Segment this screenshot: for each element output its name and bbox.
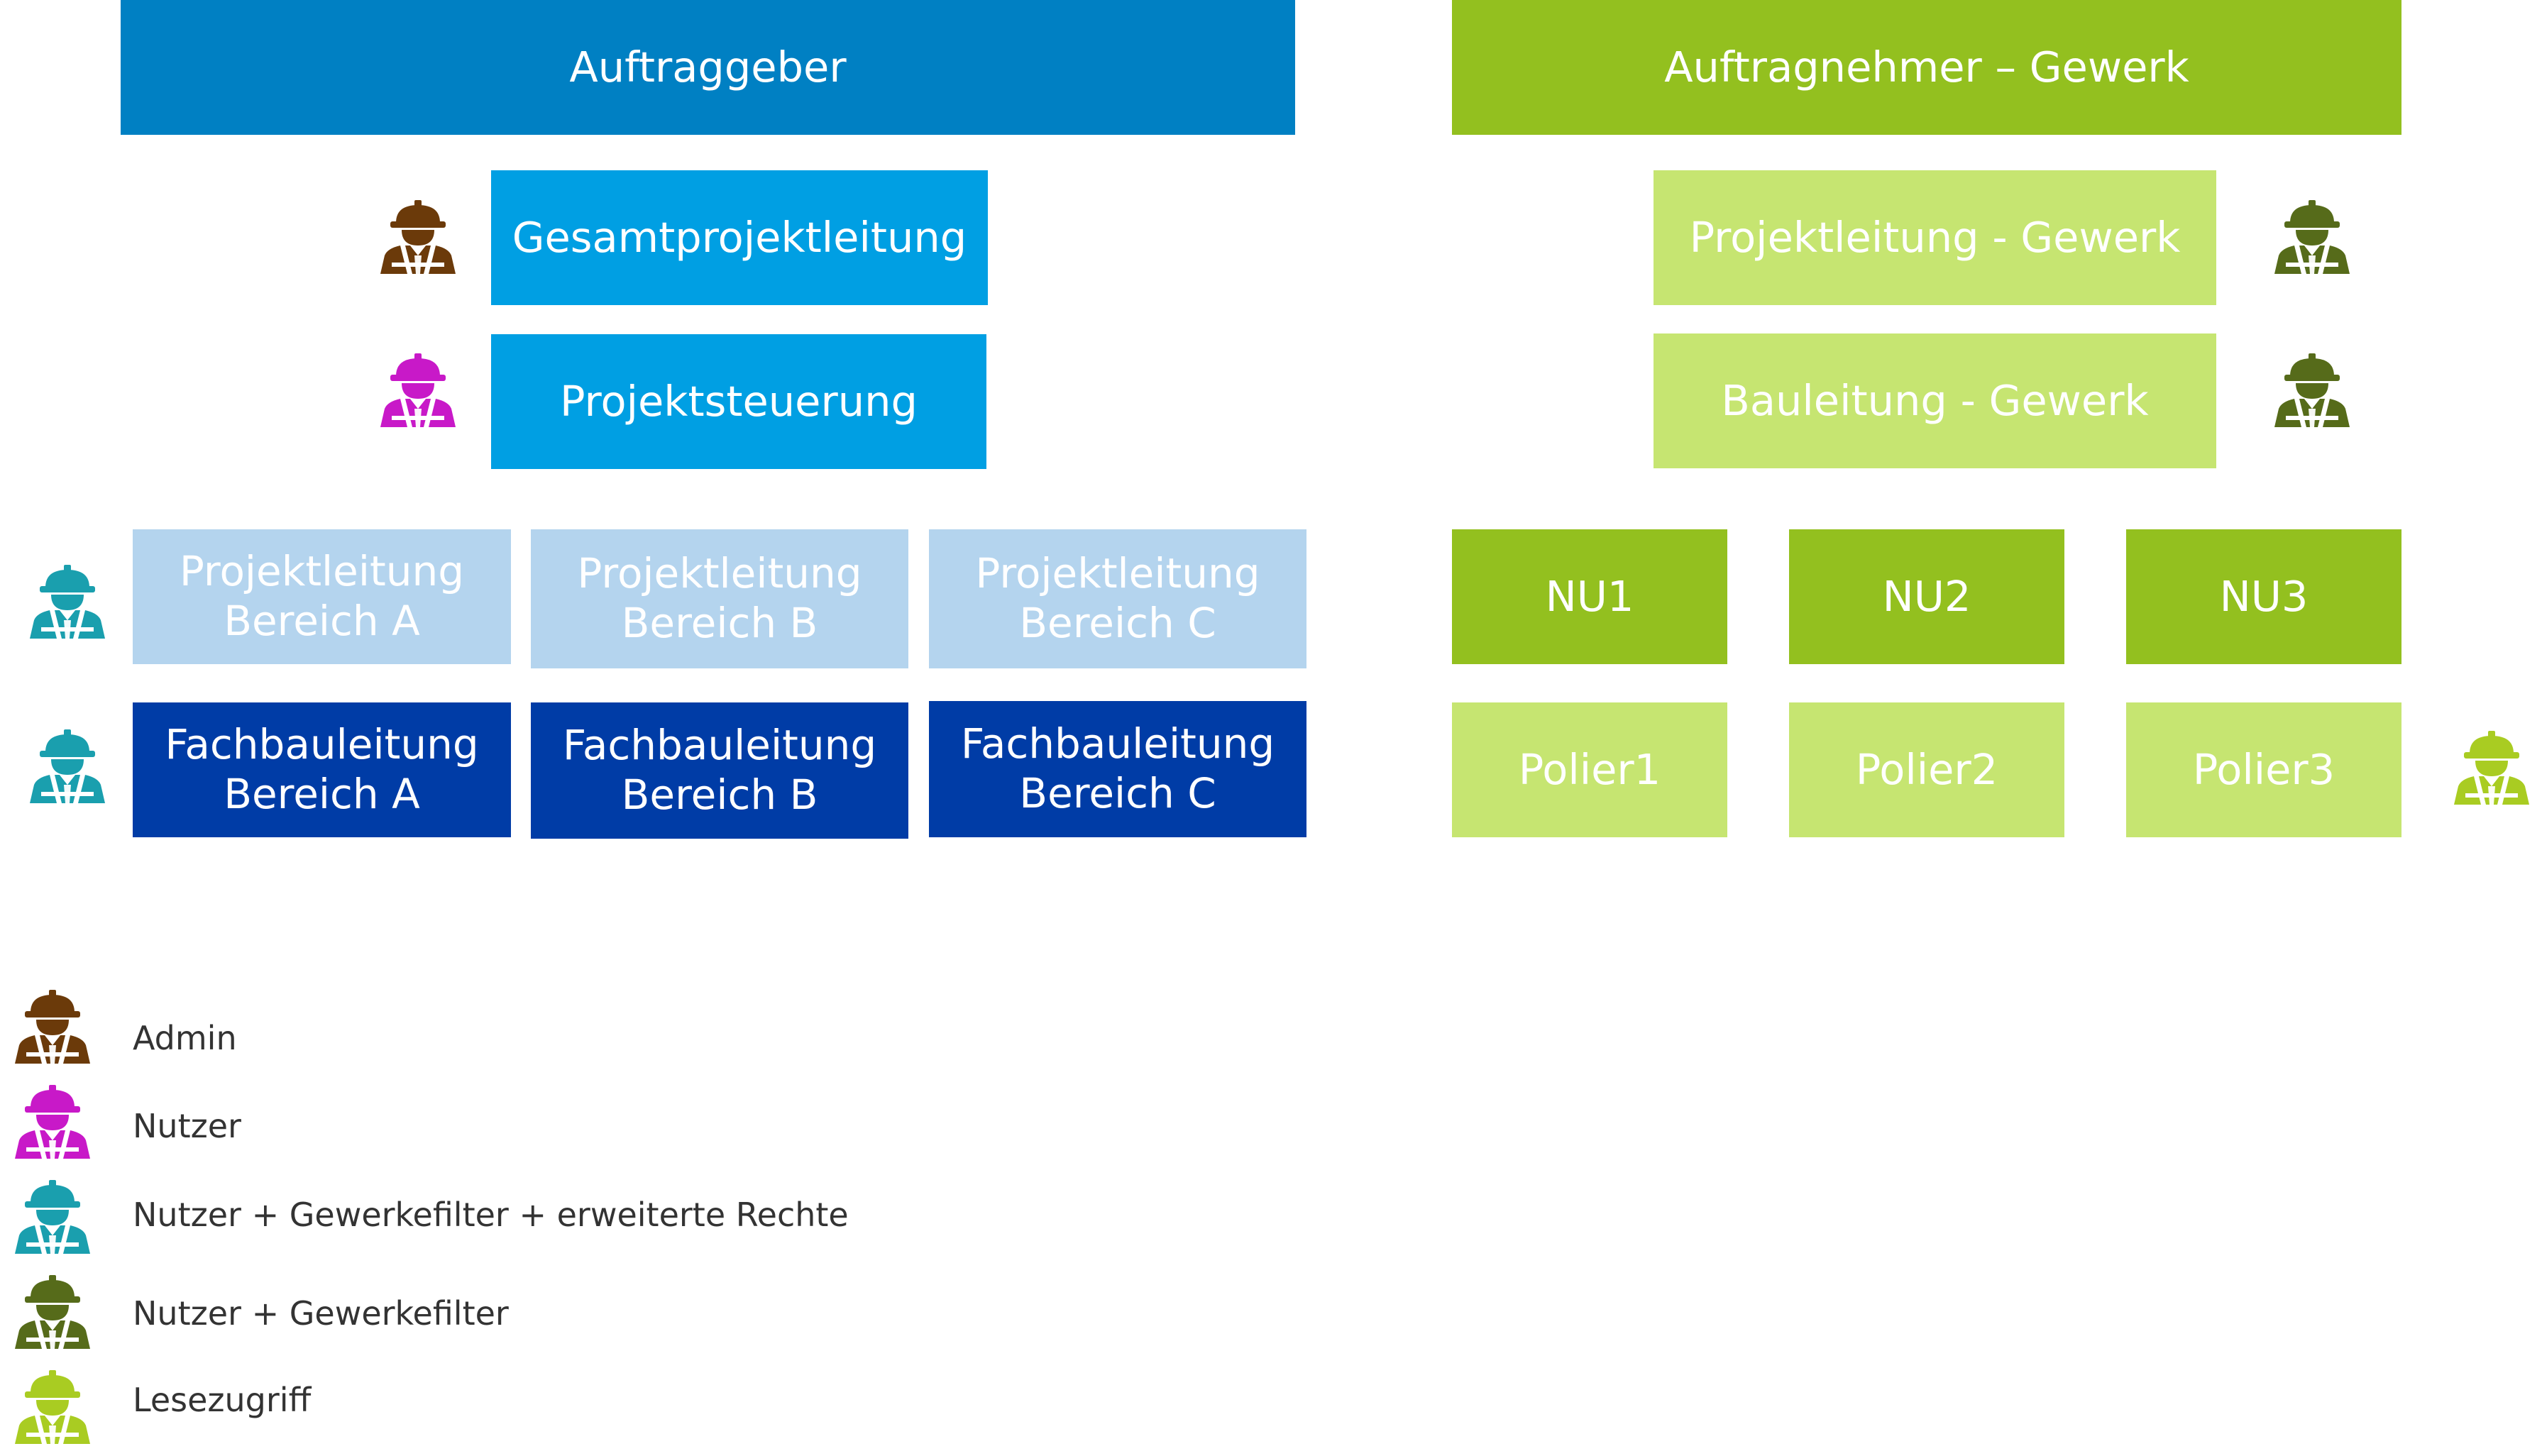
- legend-label-read: Lesezugriff: [133, 1381, 312, 1419]
- worker-icon: [2273, 199, 2351, 275]
- worker-icon: [28, 563, 106, 640]
- legend-worker-icon: [13, 1274, 92, 1350]
- worker-icon: [379, 352, 457, 429]
- box-fachbauleitung-bereich-c: Fachbauleitung Bereich C: [929, 701, 1306, 837]
- box-bauleitung-gewerk: Bauleitung - Gewerk: [1654, 333, 2216, 468]
- box-projektsteuerung: Projektsteuerung: [491, 334, 986, 469]
- legend-worker-icon: [13, 1179, 92, 1255]
- legend-worker-icon: [13, 988, 92, 1065]
- box-fachbauleitung-bereich-a: Fachbauleitung Bereich A: [133, 702, 511, 837]
- client-header: Auftraggeber: [121, 0, 1295, 135]
- box-polier3: Polier3: [2126, 702, 2401, 837]
- box-projektleitung-bereich-a: Projektleitung Bereich A: [133, 529, 511, 664]
- box-projektleitung-bereich-c: Projektleitung Bereich C: [929, 529, 1306, 668]
- worker-icon: [2453, 729, 2531, 806]
- box-polier2: Polier2: [1789, 702, 2064, 837]
- worker-icon: [28, 728, 106, 805]
- legend-label-admin: Admin: [133, 1019, 237, 1057]
- box-nu2: NU2: [1789, 529, 2064, 664]
- contractor-header: Auftragnehmer – Gewerk: [1452, 0, 2401, 135]
- box-nu3: NU3: [2126, 529, 2401, 664]
- box-nu1: NU1: [1452, 529, 1727, 664]
- box-polier1: Polier1: [1452, 702, 1727, 837]
- box-fachbauleitung-bereich-b: Fachbauleitung Bereich B: [531, 702, 908, 839]
- legend-label-user: Nutzer: [133, 1107, 241, 1145]
- box-gesamtprojektleitung: Gesamtprojektleitung: [491, 170, 988, 305]
- box-projektleitung-gewerk: Projektleitung - Gewerk: [1654, 170, 2216, 305]
- worker-icon: [2273, 352, 2351, 429]
- box-projektleitung-bereich-b: Projektleitung Bereich B: [531, 529, 908, 668]
- legend-worker-icon: [13, 1369, 92, 1445]
- legend-worker-icon: [13, 1083, 92, 1160]
- worker-icon: [379, 199, 457, 275]
- legend-label-user-filter-rights: Nutzer + Gewerkefilter + erweiterte Rech…: [133, 1196, 849, 1234]
- legend-label-user-filter: Nutzer + Gewerkefilter: [133, 1294, 509, 1333]
